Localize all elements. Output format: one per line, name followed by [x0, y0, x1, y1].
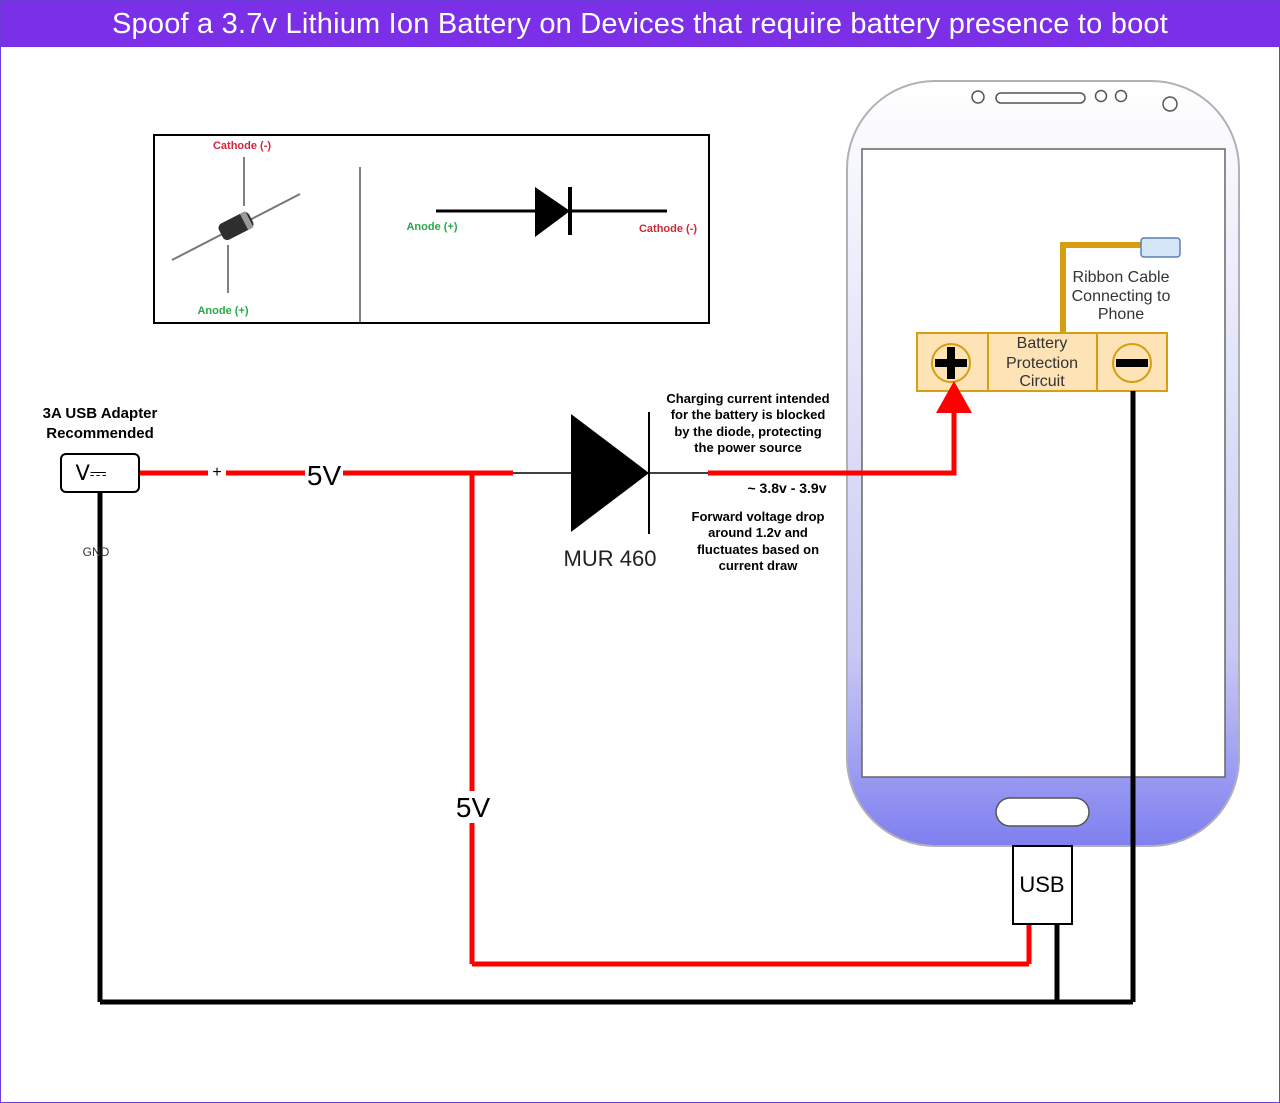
negative-terminal-icon: [1112, 343, 1152, 383]
voltage-drop-note: current draw: [719, 558, 799, 573]
positive-terminal-icon: [931, 343, 971, 383]
blocking-note: by the diode, protecting: [674, 424, 821, 439]
bpc-label: Battery: [1017, 335, 1068, 352]
usb-port: [1012, 845, 1073, 925]
schematic-anode-label: Anode (+): [406, 221, 457, 233]
bpc-label: Protection: [1006, 355, 1078, 372]
usb-port-label: USB: [1019, 872, 1064, 897]
mur460-diode-icon: [571, 412, 650, 534]
diagram-title: Spoof a 3.7v Lithium Ion Battery on Devi…: [1, 1, 1279, 47]
diode-part-label: MUR 460: [564, 546, 657, 571]
inset-anode-label: Anode (+): [197, 305, 248, 317]
adapter-caption: 3A USB Adapter: [43, 405, 158, 422]
earpiece-speaker-icon: [995, 92, 1086, 104]
sensor-icon: [1094, 89, 1108, 103]
usb-adapter: [60, 453, 140, 493]
blocking-note: for the battery is blocked: [671, 407, 826, 422]
dc-voltage-symbol: V⎓: [75, 461, 106, 485]
battery-protection-circuit: [916, 332, 1168, 392]
voltage-drop-note: around 1.2v and: [708, 525, 808, 540]
front-camera-icon: [971, 90, 985, 104]
output-voltage-label: ~ 3.8v - 3.9v: [747, 480, 826, 496]
sensor-icon: [1114, 89, 1128, 103]
ribbon-label: Connecting to: [1072, 288, 1171, 305]
adapter-caption: Recommended: [46, 425, 154, 442]
home-button-icon: [995, 797, 1090, 827]
ribbon-label: Ribbon Cable: [1073, 269, 1170, 286]
diode-schematic-icon: [436, 187, 667, 237]
wire-voltage-label: 5V: [307, 460, 342, 491]
ground-wires: [97, 391, 1136, 1005]
wire-voltage-label: 5V: [456, 792, 491, 823]
blocking-note: Charging current intended: [666, 391, 829, 406]
diode-reference-inset: Cathode (-) Anode (+) Anode (+) Cathode …: [153, 134, 710, 324]
blocking-note: the power source: [694, 440, 802, 455]
arrow-up-icon: [936, 381, 972, 413]
gnd-label: GND: [83, 545, 110, 559]
voltage-drop-note: Forward voltage drop: [692, 509, 825, 524]
bpc-label: Circuit: [1019, 373, 1065, 390]
ribbon-cable: [1060, 237, 1181, 333]
ribbon-connector-icon: [1140, 237, 1181, 258]
proximity-sensor-icon: [1162, 96, 1178, 112]
physical-diode-icon: [171, 157, 301, 293]
phone: [846, 80, 1240, 847]
positive-label: +: [212, 464, 221, 481]
inset-cathode-label: Cathode (-): [213, 140, 271, 152]
schematic-cathode-label: Cathode (-): [639, 223, 697, 235]
ribbon-label: Phone: [1098, 306, 1144, 323]
voltage-drop-note: fluctuates based on: [697, 542, 819, 557]
